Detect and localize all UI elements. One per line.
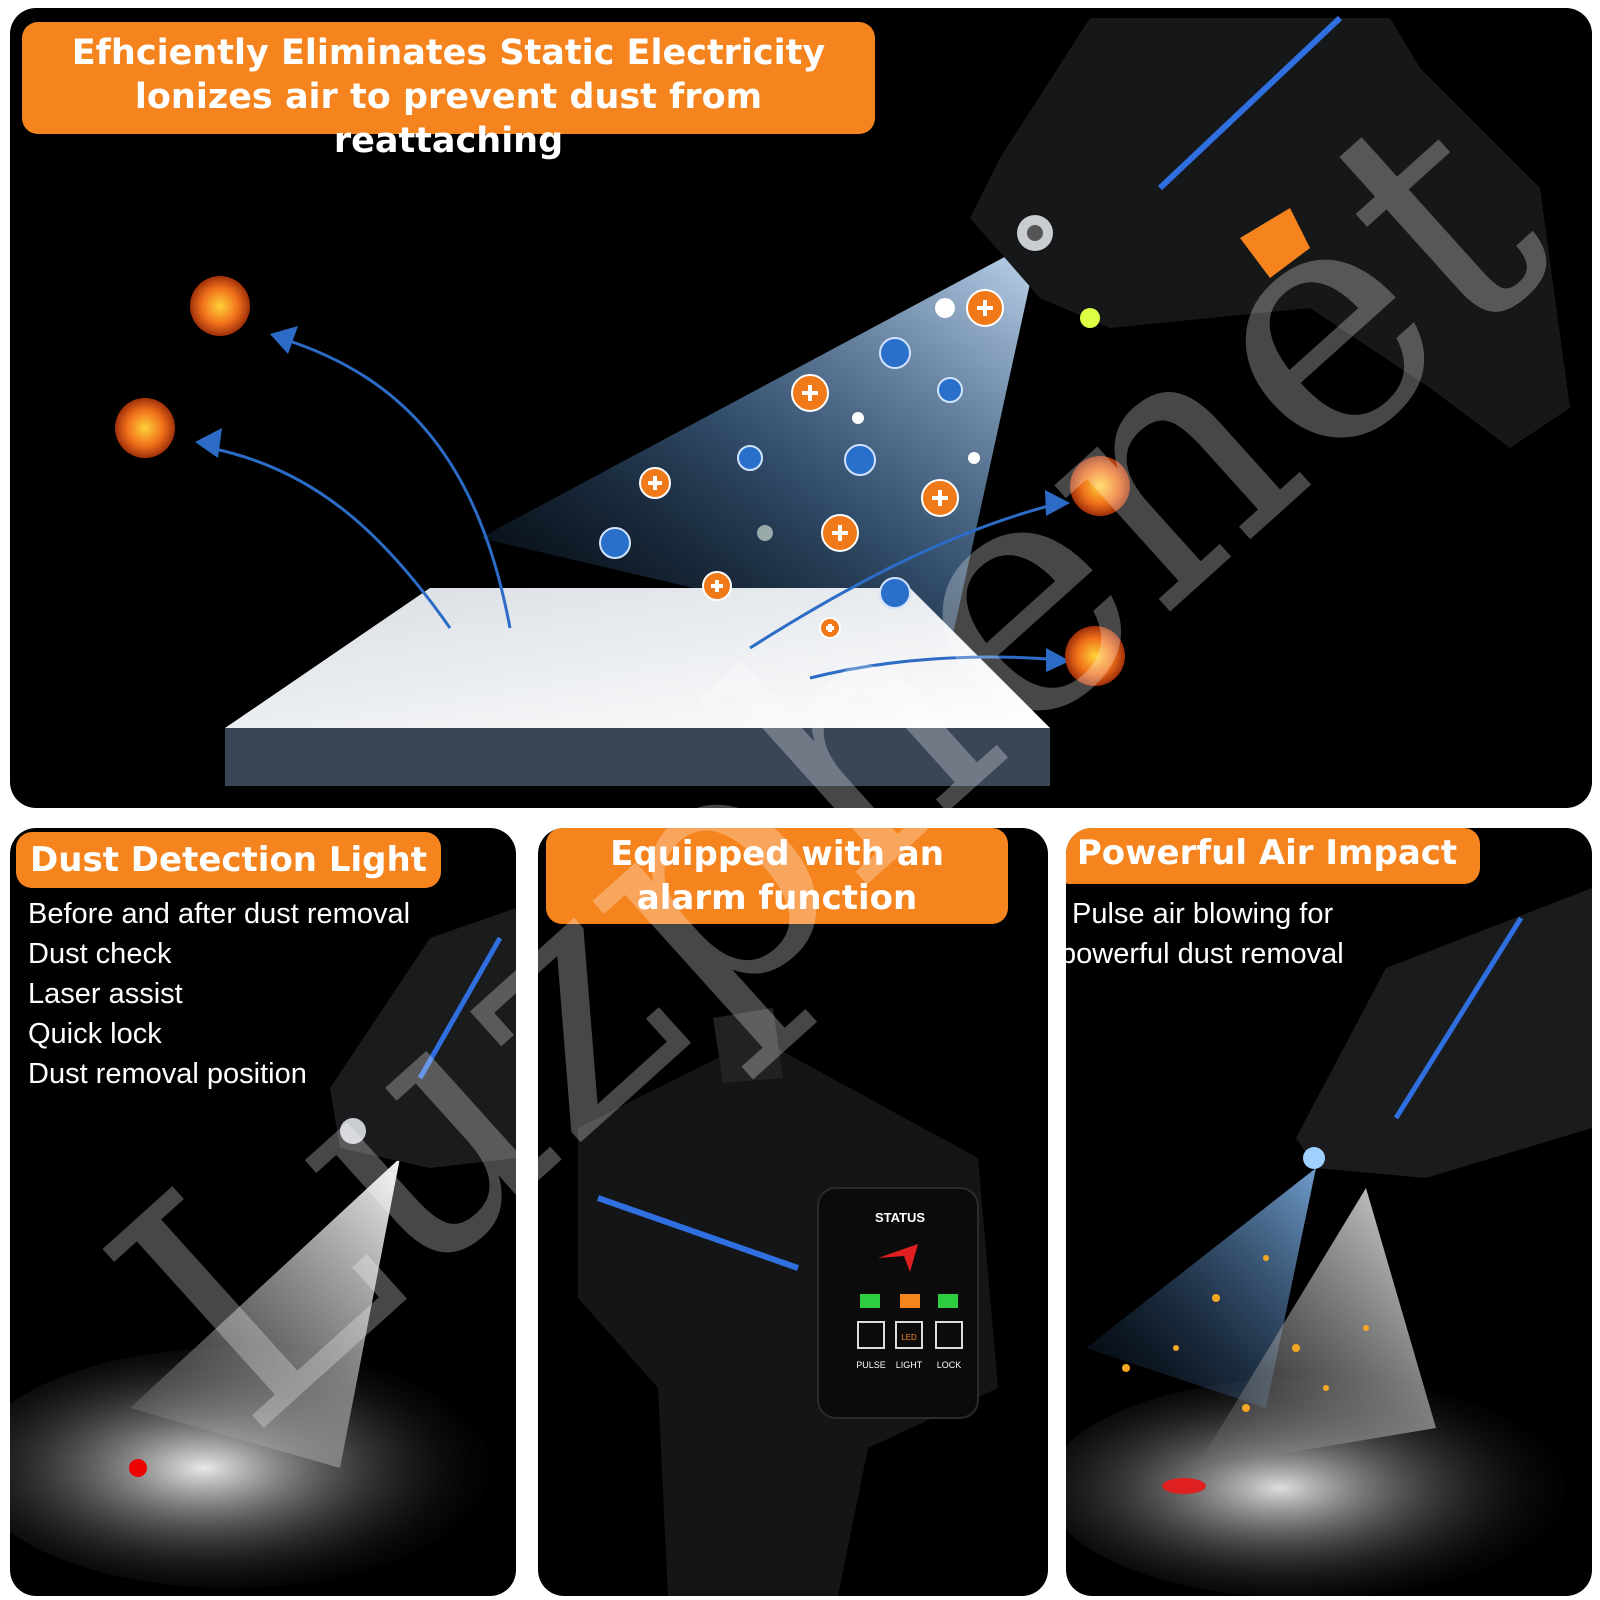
- status-display: [817, 1187, 979, 1419]
- alarm-panel: LED STATUS PULSE LIGHT LOCK Equipped wit…: [538, 828, 1048, 1596]
- alarm-illustration: LED STATUS PULSE LIGHT LOCK: [578, 1008, 998, 1596]
- description-line: Pulse air blowing for: [1072, 898, 1334, 930]
- static-elimination-panel: Efhciently Eliminates Static Electricity…: [10, 8, 1592, 808]
- dust-detection-panel: Dust Detection Light Before and after du…: [10, 828, 516, 1596]
- air-beam: [1086, 1168, 1316, 1408]
- led-green-right: [938, 1294, 958, 1308]
- gun-handle-top: [713, 1008, 783, 1083]
- pulse-label: PULSE: [856, 1360, 886, 1370]
- air-impact-title: Powerful Air Impact: [1066, 828, 1480, 884]
- light-button[interactable]: [895, 1321, 923, 1349]
- gun-nozzle: [1303, 1147, 1325, 1169]
- arrow-head: [270, 326, 298, 354]
- led-orange: [900, 1294, 920, 1308]
- feature-item: Dust check: [28, 938, 172, 970]
- laser-dot-icon: [1162, 1478, 1206, 1494]
- positive-ion-icon: [639, 289, 1004, 639]
- gun-stripe: [1393, 916, 1524, 1120]
- lock-button[interactable]: [935, 1321, 963, 1349]
- alarm-title: Equipped with an alarm function: [546, 828, 1008, 924]
- status-label: STATUS: [875, 1210, 925, 1225]
- feature-list: Before and after dust removal Dust check…: [28, 894, 410, 1094]
- banner-line2: lonizes air to prevent dust from reattac…: [134, 76, 763, 161]
- feature-item: Quick lock: [28, 1018, 162, 1050]
- feature-item: Dust removal position: [28, 1058, 307, 1090]
- feature-item: Before and after dust removal: [28, 898, 411, 930]
- dust-detection-illustration: [10, 908, 516, 1588]
- air-impact-panel: Powerful Air Impact Pulse air blowing fo…: [1066, 828, 1592, 1596]
- negative-ion-icon: [599, 337, 963, 609]
- air-gun-icon: [1296, 888, 1592, 1178]
- air-impact-illustration: [1066, 888, 1592, 1596]
- light-label: LIGHT: [896, 1360, 923, 1370]
- light-spot: [1066, 1378, 1566, 1596]
- brand-logo-icon: [878, 1244, 918, 1272]
- air-gun-icon: [330, 908, 516, 1168]
- dust-detection-title: Dust Detection Light: [16, 832, 441, 888]
- feature-item: Laser assist: [28, 978, 183, 1010]
- light-spot: [10, 1348, 490, 1588]
- arrow-icon: [209, 336, 1061, 680]
- led-green-left: [860, 1294, 880, 1308]
- static-banner: Efhciently Eliminates Static Electricity…: [22, 22, 875, 161]
- air-gun-icon: [970, 15, 1570, 448]
- led-button-label: LED: [901, 1333, 917, 1342]
- air-beam: [480, 238, 1040, 648]
- white-particles: [757, 298, 980, 541]
- surface-slab-side: [225, 728, 1050, 786]
- gun-stripe: [597, 1195, 799, 1271]
- spark-icon: [115, 276, 1130, 686]
- arrow-head: [195, 428, 222, 458]
- surface-slab-top: [225, 588, 1050, 728]
- banner-line1: Efhciently Eliminates Static Electricity: [71, 33, 826, 73]
- static-elimination-illustration: [115, 15, 1570, 786]
- air-impact-description: Pulse air blowing for powerful dust remo…: [1066, 894, 1344, 974]
- pulse-button[interactable]: [857, 1321, 885, 1349]
- plus-signs: [648, 300, 993, 632]
- arrow-head: [1046, 648, 1070, 672]
- laser-dot-icon: [129, 1459, 147, 1477]
- air-gun-icon: [578, 1038, 998, 1596]
- lock-label: LOCK: [937, 1360, 962, 1370]
- description-line: powerful dust removal: [1066, 938, 1344, 970]
- light-beam: [130, 1158, 400, 1468]
- dust-particles: [1122, 1255, 1369, 1412]
- gun-stripe: [417, 936, 503, 1080]
- gun-nozzle: [340, 1118, 366, 1144]
- light-beam: [1196, 1188, 1436, 1468]
- arrow-head: [1045, 490, 1070, 516]
